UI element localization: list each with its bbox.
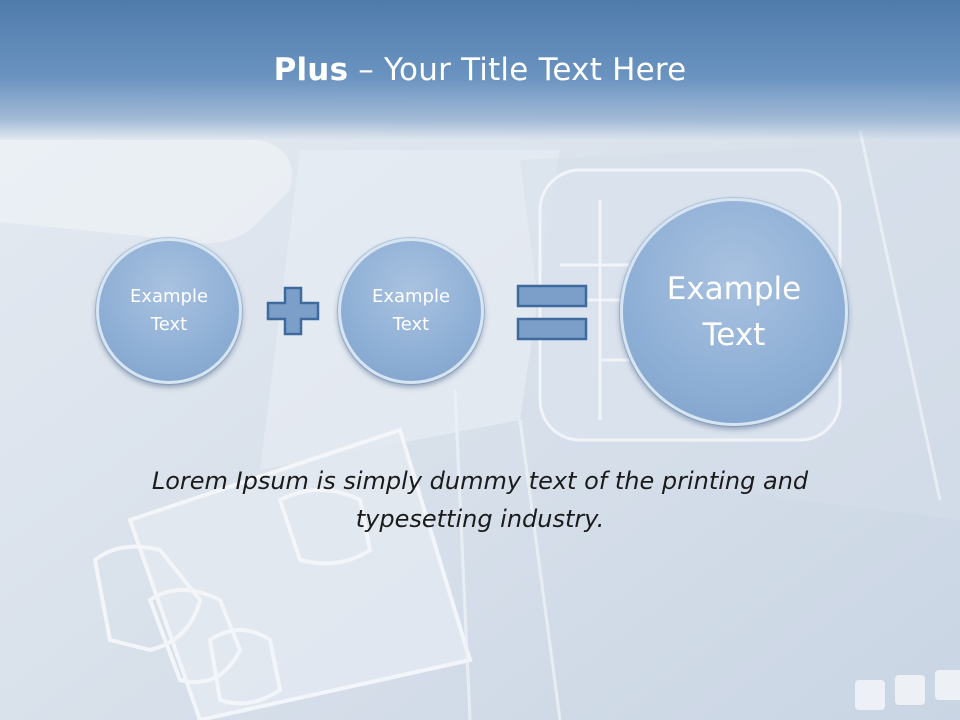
title-bar — [0, 0, 960, 140]
title-bold: Plus — [273, 52, 349, 88]
circle-3-label: Example Text — [666, 271, 802, 353]
example-circle-result: Example Text — [620, 198, 848, 426]
title-rest: – Your Title Text Here — [348, 52, 687, 88]
body-text: Lorem Ipsum is simply dummy text of the … — [151, 467, 809, 533]
example-circle-2: Example Text — [338, 238, 484, 384]
slide-title: Plus – Your Title Text Here — [0, 52, 960, 88]
equals-icon — [516, 284, 588, 341]
circle-1-label: Example Text — [129, 286, 209, 335]
plus-icon — [266, 286, 320, 336]
example-circle-1: Example Text — [96, 238, 242, 384]
circle-2-label: Example Text — [371, 286, 451, 335]
